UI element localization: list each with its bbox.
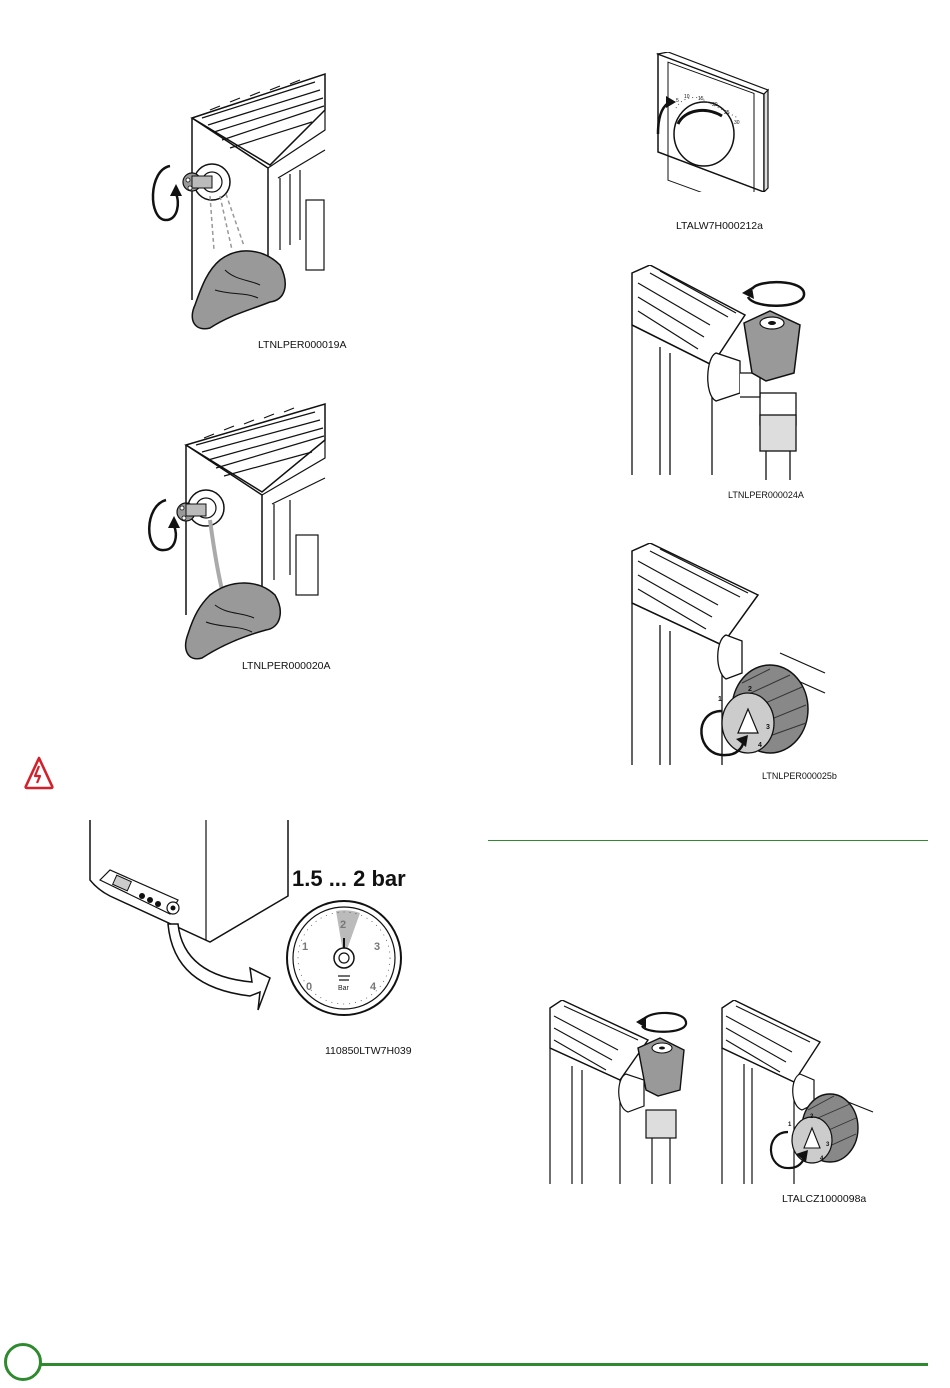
figure-both-valves: 1 2 3 4 xyxy=(548,1000,878,1190)
gauge-unit-label: Bar xyxy=(338,985,350,992)
gauge-tick-4: 4 xyxy=(370,981,377,993)
tv-mark-1: 1 xyxy=(718,696,722,703)
figure-bleed-valve-drip xyxy=(140,70,340,340)
gauge-tick-3: 3 xyxy=(374,941,380,953)
room-thermostat-illustration: 5 10 15 20 25 30 xyxy=(640,52,770,192)
gauge-tick-0: 0 xyxy=(306,981,312,993)
section-divider xyxy=(488,840,928,841)
boiler-pressure-illustration: 0 1 2 3 4 Bar xyxy=(80,818,420,1028)
caption-bleed-valve-drip: LTNLPER000019A xyxy=(258,339,347,351)
figure-manual-valve xyxy=(630,265,830,480)
pressure-range-label: 1.5 ... 2 bar xyxy=(292,866,406,892)
thermostat-mark-5: 5 xyxy=(676,98,679,104)
bv-mark-1: 1 xyxy=(788,1122,792,1128)
thermostat-mark-10: 10 xyxy=(684,94,690,100)
figure-bleed-valve-stream xyxy=(140,400,340,665)
tv-mark-4: 4 xyxy=(758,742,762,749)
figure-room-thermostat: 5 10 15 20 25 30 xyxy=(640,52,770,192)
gauge-tick-2: 2 xyxy=(340,919,346,931)
caption-both-valves: LTALCZ1000098a xyxy=(782,1193,866,1205)
manual-valve-illustration xyxy=(630,265,830,480)
thermostat-mark-15: 15 xyxy=(698,96,704,102)
tv-mark-2: 2 xyxy=(748,686,752,693)
caption-room-thermostat: LTALW7H000212a xyxy=(676,220,763,232)
caption-boiler-pressure: 110850LTW7H039 xyxy=(325,1045,412,1057)
figure-thermostatic-valve: 1 2 3 4 xyxy=(630,543,830,768)
figure-boiler-pressure: 0 1 2 3 4 Bar xyxy=(80,818,420,1028)
caption-manual-valve: LTNLPER000024A xyxy=(728,490,804,500)
thermostat-mark-30: 30 xyxy=(734,120,740,126)
caption-bleed-valve-stream: LTNLPER000020A xyxy=(242,660,331,672)
thermostat-mark-25: 25 xyxy=(724,110,730,116)
both-valves-illustration: 1 2 3 4 xyxy=(548,1000,878,1190)
caption-thermostatic-valve: LTNLPER000025b xyxy=(762,771,837,781)
page-number-badge xyxy=(4,1343,42,1381)
gauge-tick-1: 1 xyxy=(302,941,308,953)
radiator-bleed-stream-illustration xyxy=(140,400,340,665)
thermostat-mark-20: 20 xyxy=(712,102,718,108)
thermostatic-valve-illustration: 1 2 3 4 xyxy=(630,543,830,768)
warning-triangle-icon xyxy=(24,756,54,795)
footer-rule xyxy=(40,1363,928,1366)
tv-mark-3: 3 xyxy=(766,724,770,731)
radiator-bleed-drip-illustration xyxy=(140,70,340,340)
